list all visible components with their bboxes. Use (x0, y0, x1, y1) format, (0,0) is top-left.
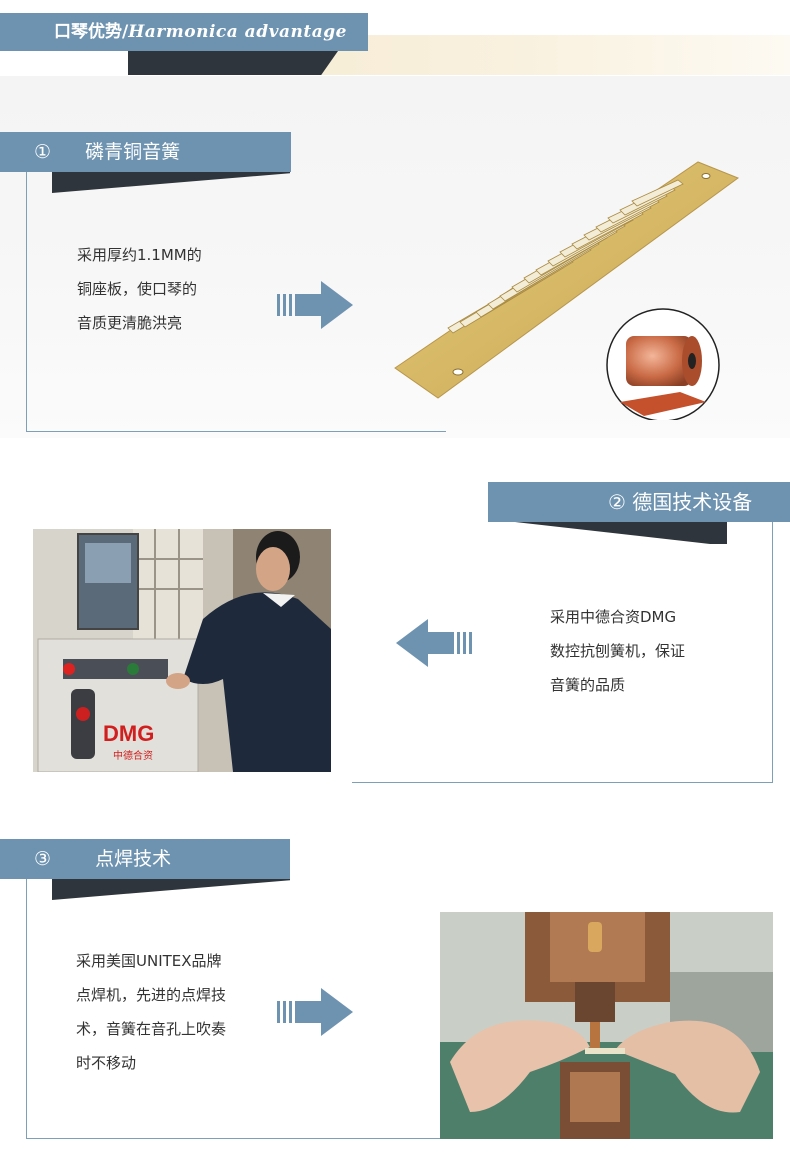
section-1-frame (26, 150, 446, 432)
section-2-number: ② (608, 490, 626, 514)
left-arrow-icon (394, 619, 472, 667)
section-2-line: 采用中德合资DMG (550, 608, 677, 626)
dmg-machine-photo: DMG 中德合资 (33, 529, 331, 772)
page-title-en: Harmonica advantage (128, 22, 347, 42)
page-title-cn: 口琴优势/ (54, 22, 129, 42)
section-3-number: ③ (34, 848, 52, 870)
section-3-line: 点焊机，先进的点焊技 (76, 986, 227, 1004)
section-1-line: 铜座板，使口琴的 (77, 280, 198, 298)
dmg-brand-subtext: 中德合资 (113, 749, 153, 762)
section-3-line: 时不移动 (76, 1054, 137, 1072)
section-3-description: 采用美国UNITEX品牌 点焊机，先进的点焊技 术，音簧在音孔上吹奏 时不移动 (76, 944, 226, 1080)
section-1-line: 音质更清脆洪亮 (77, 314, 183, 332)
section-3-title: 点焊技术 (95, 848, 172, 870)
reed-plate-image (380, 140, 770, 422)
section-2-description: 采用中德合资DMG 数控抗刨簧机，保证 音簧的品质 (550, 600, 685, 702)
spot-welding-photo (440, 912, 773, 1139)
section-1-description: 采用厚约1.1MM的 铜座板，使口琴的 音质更清脆洪亮 (77, 238, 202, 340)
section-2-title-bar: ② 德国技术设备 (488, 482, 790, 522)
section-1-line: 采用厚约1.1MM的 (77, 246, 202, 264)
section-2-title: 德国技术设备 (632, 490, 753, 514)
section-3-title-bar: ③ 点焊技术 (0, 839, 290, 879)
right-arrow-icon (277, 988, 355, 1036)
section-2-line: 数控抗刨簧机，保证 (550, 642, 686, 660)
section-1-number: ① (34, 141, 52, 163)
header-dark-shadow (128, 51, 338, 75)
section-2-frame (352, 505, 773, 783)
section-3-line: 术，音簧在音孔上吹奏 (76, 1020, 227, 1038)
section-3-frame (26, 856, 444, 1139)
right-arrow-icon (277, 281, 355, 329)
section-1-title-bar: ① 磷青铜音簧 (0, 132, 291, 172)
dmg-brand-text: DMG (103, 721, 154, 746)
page-title: 口琴优势/Harmonica advantage (0, 13, 368, 51)
section-3-line: 采用美国UNITEX品牌 (76, 952, 222, 970)
section-1-title: 磷青铜音簧 (85, 141, 181, 163)
section-2-line: 音簧的品质 (550, 676, 626, 694)
